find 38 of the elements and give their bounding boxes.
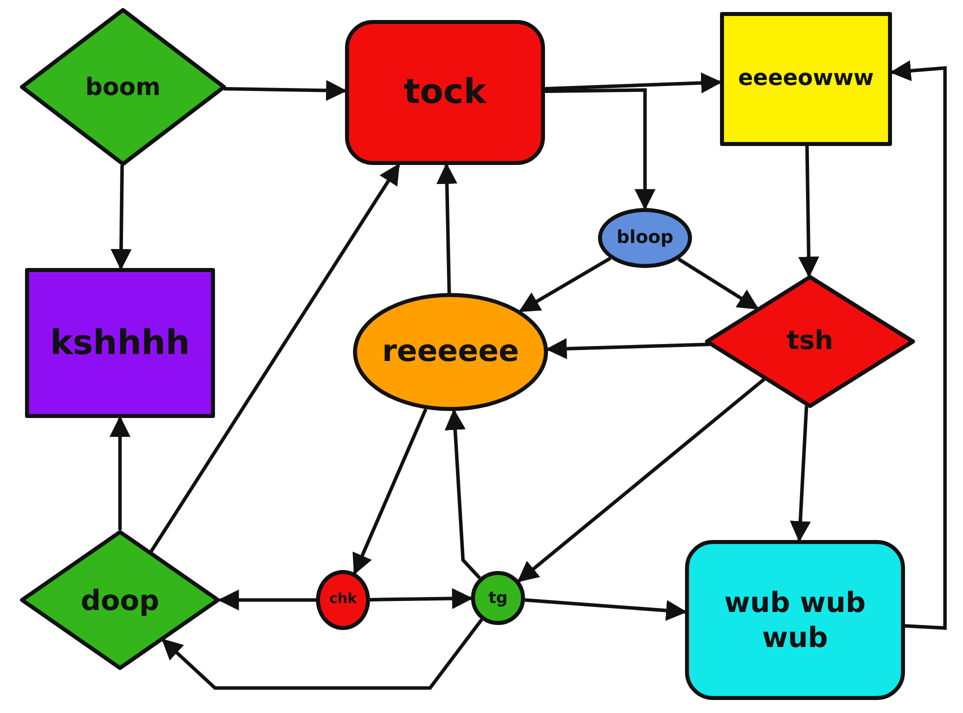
arrow	[544, 72, 722, 94]
node-label: tg	[487, 588, 509, 608]
arrow	[544, 88, 656, 210]
arrow	[110, 165, 132, 270]
node-label: chk	[328, 591, 358, 609]
arrow	[798, 146, 820, 278]
arrow	[218, 590, 316, 610]
arrow	[524, 598, 688, 621]
node-label: reeeeee	[381, 333, 520, 371]
circle-node	[471, 571, 525, 625]
arrow	[352, 408, 428, 575]
decision-diamond	[20, 530, 220, 670]
process-box	[685, 540, 905, 700]
node-label: tock	[402, 71, 488, 114]
process-box	[345, 20, 545, 165]
node-label: boom	[84, 72, 162, 102]
process-box	[25, 268, 215, 418]
arrow	[678, 258, 759, 310]
arrow	[436, 162, 458, 294]
arrow	[546, 338, 710, 360]
node-label: tsh	[786, 325, 834, 358]
node-label: bloop	[616, 226, 674, 250]
arrow	[110, 416, 130, 530]
arrow	[370, 588, 474, 610]
process-box	[720, 12, 892, 146]
arrow	[150, 163, 400, 553]
decision-diamond	[20, 8, 226, 166]
node-label: doop	[80, 582, 160, 618]
arrow	[161, 618, 484, 690]
arrow	[790, 406, 811, 542]
node-label: eeeeowww	[737, 65, 875, 93]
arrow	[224, 80, 348, 101]
decision-diamond	[705, 275, 915, 408]
arrow	[518, 256, 612, 312]
arrow	[517, 378, 766, 582]
arrow	[444, 408, 481, 580]
node-label: kshhhh	[49, 322, 191, 364]
node-label: wub wub wub	[723, 585, 867, 655]
